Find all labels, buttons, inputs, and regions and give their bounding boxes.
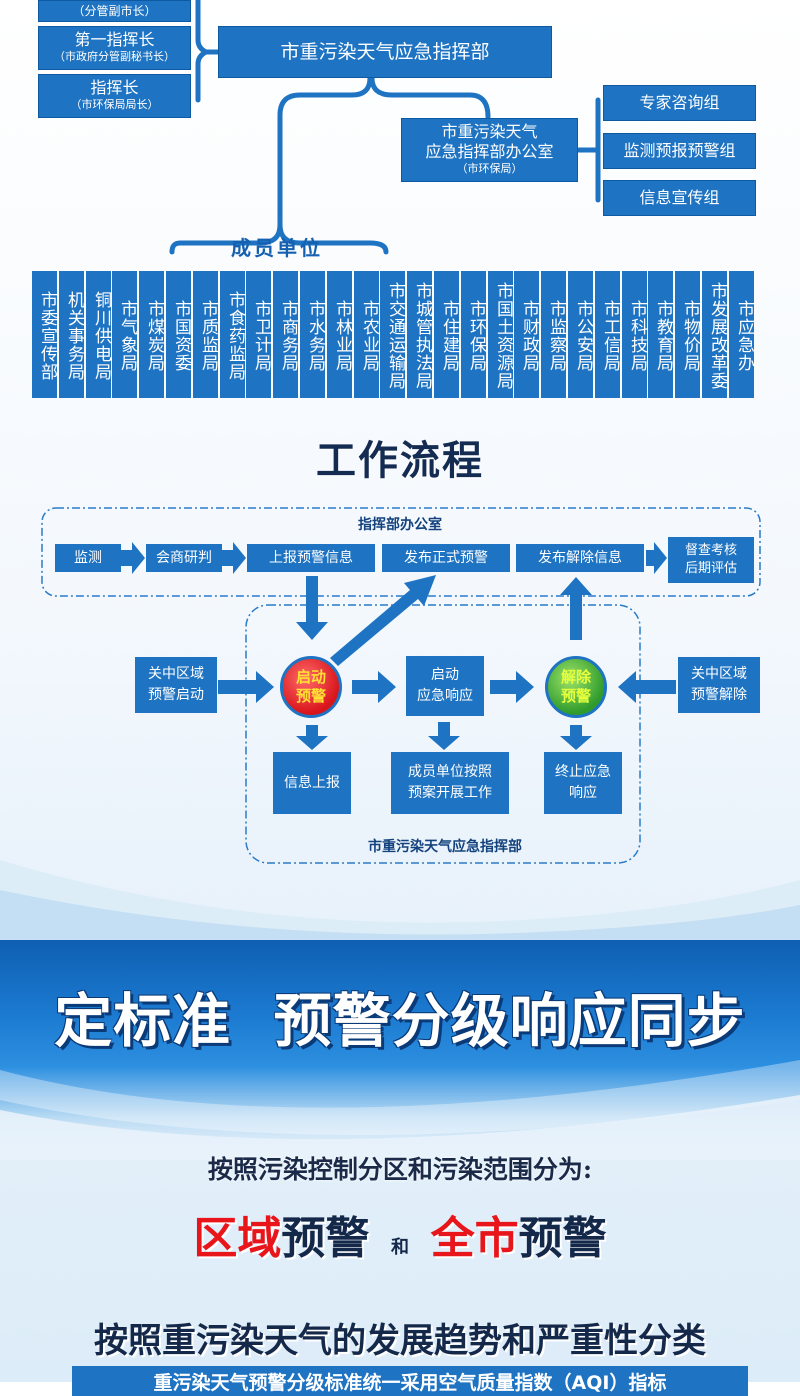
flow-consult: 会商研判 <box>146 544 222 572</box>
aqi-text: 重污染天气预警分级标准统一采用空气质量指数（AQI）指标 <box>153 1372 667 1394</box>
flow-info-report: 信息上报 <box>273 752 351 814</box>
city-suffix: 预警 <box>518 1213 607 1264</box>
flow-region-release: 关中区域 预警解除 <box>678 657 760 713</box>
member-unit: 市委宣传部 <box>32 271 57 398</box>
member-unit: 市林业局 <box>327 271 352 398</box>
and-word: 和 <box>391 1237 409 1258</box>
member-unit: 市工信局 <box>595 271 620 398</box>
flow-region-start: 关中区域 预警启动 <box>135 657 217 713</box>
member-unit: 市住建局 <box>434 271 459 398</box>
member-unit: 铜川供电局 <box>86 271 111 398</box>
banner-swoosh <box>0 1060 800 1160</box>
member-unit: 市卫计局 <box>246 271 271 398</box>
flow-monitor: 监测 <box>55 544 121 572</box>
member-unit: 机关事务局 <box>59 271 84 398</box>
office-line1: 市重污染天气 <box>441 122 538 141</box>
member-unit: 市食药监局 <box>220 271 245 398</box>
member-unit: 市国资委 <box>166 271 191 398</box>
regional-word: 区域 <box>193 1213 282 1264</box>
member-unit: 市科技局 <box>622 271 647 398</box>
member-unit: 市水务局 <box>300 271 325 398</box>
flow-supervise: 督查考核 后期评估 <box>668 537 754 583</box>
member-unit: 市城管执法局 <box>407 271 432 398</box>
leader-sub: （市环保局局长） <box>70 98 159 111</box>
member-unit: 市教育局 <box>648 271 673 398</box>
flow-publish-release: 发布解除信息 <box>516 544 644 572</box>
member-unit: 市监察局 <box>541 271 566 398</box>
flow-start-response: 启动 应急响应 <box>406 656 484 716</box>
leader-sub: （市政府分管副秘书长） <box>54 50 175 63</box>
office-line2: 应急指挥部办公室 <box>425 142 554 161</box>
member-unit: 市财政局 <box>514 271 539 398</box>
member-unit: 市交通运输局 <box>380 271 405 398</box>
release-warning-circle: 解除 预警 <box>545 656 607 718</box>
group-publicity: 信息宣传组 <box>603 180 756 216</box>
severity-line: 按照重污染天气的发展趋势和严重性分类 <box>94 1321 706 1361</box>
banner-title: 定标准 预警分级响应同步 <box>54 987 746 1055</box>
hq-box: 市重污染天气应急指挥部 <box>218 26 552 78</box>
flow-member-work: 成员单位按照 预案开展工作 <box>391 752 509 814</box>
org-connectors <box>169 0 601 255</box>
member-unit: 市发展改革委 <box>702 271 727 398</box>
leader-title: 第一指挥长 <box>74 30 155 49</box>
member-unit: 市公安局 <box>568 271 593 398</box>
flow-publish-warning: 发布正式预警 <box>382 544 510 572</box>
leader-box-commander: 指挥长 （市环保局局长） <box>38 74 191 118</box>
flow-report-warning: 上报预警信息 <box>247 544 375 572</box>
member-unit: 市国土资源局 <box>488 271 513 398</box>
office-box: 市重污染天气 应急指挥部办公室 （市环保局） <box>401 118 578 182</box>
member-unit: 市应急办 <box>729 271 754 398</box>
group-monitoring: 监测预报预警组 <box>603 133 756 169</box>
aqi-bar: 重污染天气预警分级标准统一采用空气质量指数（AQI）指标 <box>72 1366 748 1396</box>
warning-types: 区域预警 和 全市预警 <box>0 1202 800 1266</box>
member-unit: 市气象局 <box>112 271 137 398</box>
leader-box-deputy-mayor: （分管副市长） <box>38 0 191 22</box>
workflow-frames <box>41 507 761 864</box>
flow-end-response: 终止应急 响应 <box>544 752 622 814</box>
city-word: 全市 <box>430 1213 519 1264</box>
office-frame-label: 指挥部办公室 <box>358 517 442 533</box>
partition-line: 按照污染控制分区和污染范围分为: <box>207 1155 593 1184</box>
members-title: 成员单位 <box>231 236 323 260</box>
workflow-title: 工作流程 <box>316 437 484 484</box>
group-expert: 专家咨询组 <box>603 85 756 121</box>
office-sub: （市环保局） <box>456 162 523 175</box>
member-unit: 市商务局 <box>273 271 298 398</box>
leader-box-first-commander: 第一指挥长 （市政府分管副秘书长） <box>38 26 191 70</box>
leader-sub: （分管副市长） <box>72 4 157 18</box>
wave-decoration <box>0 860 800 950</box>
start-warning-circle: 启动 预警 <box>280 656 342 718</box>
member-unit: 市农业局 <box>354 271 379 398</box>
regional-suffix: 预警 <box>281 1213 370 1264</box>
hq-frame-label: 市重污染天气应急指挥部 <box>368 839 522 855</box>
member-unit: 市环保局 <box>461 271 486 398</box>
leader-title: 指挥长 <box>90 78 139 97</box>
member-unit: 市物价局 <box>675 271 700 398</box>
member-unit: 市煤炭局 <box>139 271 164 398</box>
member-unit: 市质监局 <box>193 271 218 398</box>
